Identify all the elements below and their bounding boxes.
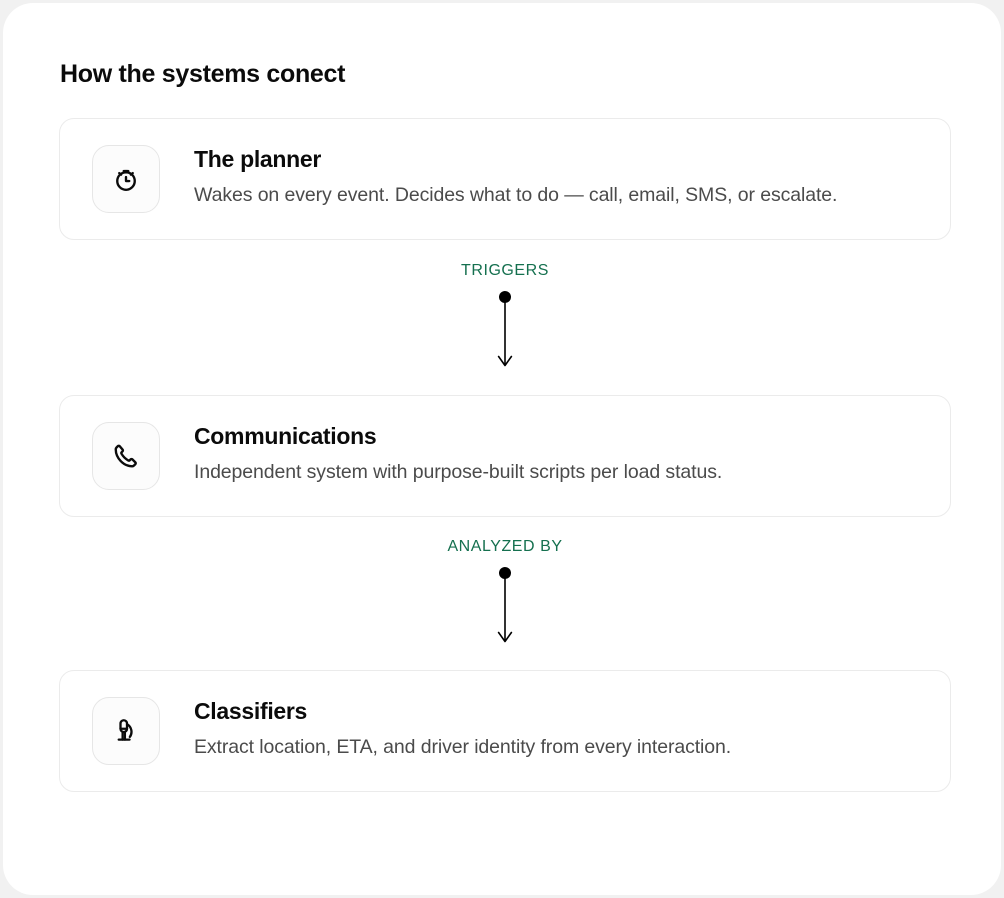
flow-card-description: Independent system with purpose-built sc… <box>194 460 723 483</box>
spacer <box>59 377 945 395</box>
flow-card-title: Classifiers <box>194 698 308 724</box>
panel-inner: How the systems conect <box>3 3 1001 792</box>
flow-connector-analyzed-by: ANALYZED BY <box>59 517 951 653</box>
flow-card-classifiers[interactable]: Classifiers Extract location, ETA, and d… <box>59 670 951 792</box>
flow-card-icon-box <box>92 145 160 213</box>
arrow-down-icon <box>493 290 517 377</box>
flow-connector-label: ANALYZED BY <box>447 538 563 555</box>
flow-card-description: Extract location, ETA, and driver identi… <box>194 735 732 758</box>
flow-card-planner[interactable]: The planner Wakes on every event. Decide… <box>59 118 951 240</box>
flow-diagram: The planner Wakes on every event. Decide… <box>59 118 951 792</box>
phone-icon <box>111 441 141 471</box>
page-title: How the systems conect <box>60 60 346 88</box>
flow-card-title: The planner <box>194 146 322 172</box>
spacer <box>59 653 945 670</box>
flow-card-icon-box <box>92 422 160 490</box>
systems-flow-panel: How the systems conect <box>3 3 1001 895</box>
flow-card-communications[interactable]: Communications Independent system with p… <box>59 395 951 517</box>
microscope-icon <box>111 716 141 746</box>
arrow-down-icon <box>493 566 517 653</box>
flow-card-body: Communications Independent system with p… <box>194 420 722 489</box>
stopwatch-icon <box>111 164 141 194</box>
flow-card-description: Wakes on every event. Decides what to do… <box>194 183 838 206</box>
flow-card-body: Classifiers Extract location, ETA, and d… <box>194 695 731 764</box>
flow-card-title: Communications <box>194 423 377 449</box>
flow-card-icon-box <box>92 697 160 765</box>
flow-card-body: The planner Wakes on every event. Decide… <box>194 143 837 212</box>
flow-connector-triggers: TRIGGERS <box>59 240 951 377</box>
flow-connector-label: TRIGGERS <box>461 262 549 279</box>
